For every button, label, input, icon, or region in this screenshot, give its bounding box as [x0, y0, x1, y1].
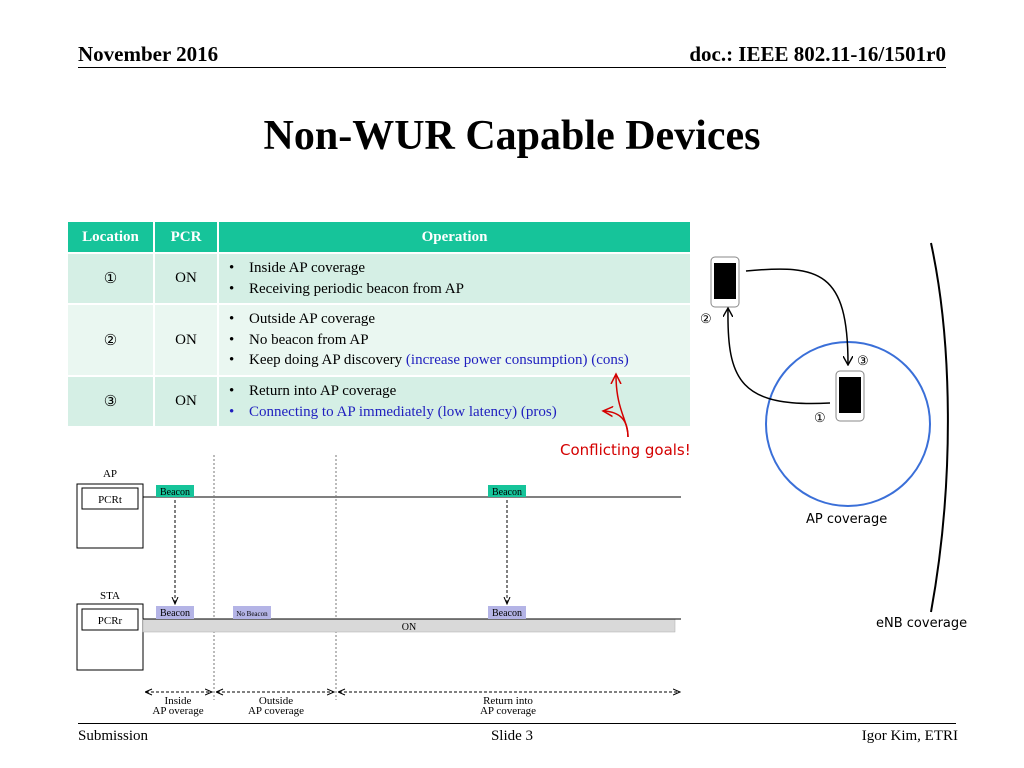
- beacon-sta-label: Beacon: [492, 608, 522, 619]
- header-operation: Operation: [218, 222, 692, 254]
- phase-label: AP overage: [152, 705, 203, 717]
- operation-cell: Return into AP coverage Connecting to AP…: [218, 376, 692, 428]
- phone-icon: [710, 256, 740, 308]
- bullet-item: Outside AP coverage: [229, 309, 690, 330]
- beacon-ap: [488, 485, 526, 497]
- enb-coverage-label: eNB coverage: [876, 616, 968, 631]
- bullet-item: Return into AP coverage: [229, 381, 690, 402]
- pcr-cell: ON: [154, 253, 219, 305]
- beacon-sta-label: Beacon: [160, 608, 190, 619]
- timeline-diagram: AP PCRt Beacon Beacon STA PCRr ON Beacon…: [76, 455, 681, 717]
- operation-cell: Outside AP coverage No beacon from AP Ke…: [218, 304, 692, 377]
- conflict-arrows: [604, 375, 629, 438]
- header-doc-id: doc.: IEEE 802.11-16/1501r0: [689, 42, 946, 66]
- beacon-ap-label: Beacon: [160, 487, 190, 498]
- footer-author: Igor Kim, ETRI: [861, 728, 958, 744]
- table-row: ① ON Inside AP coverage Receiving period…: [68, 253, 692, 305]
- cons-note: (increase power consumption) (cons): [405, 352, 629, 369]
- on-bar-label: ON: [402, 622, 416, 633]
- header-date: November 2016: [78, 42, 219, 66]
- operation-cell: Inside AP coverage Receiving periodic be…: [218, 253, 692, 305]
- phase-label: Outside: [259, 695, 293, 707]
- bullet-text: Keep doing AP discovery: [249, 352, 403, 369]
- operation-table: Location PCR Operation ① ON Inside AP co…: [68, 222, 692, 428]
- location-cell: ①: [68, 253, 155, 305]
- footer-submission: Submission: [78, 728, 149, 744]
- no-beacon-label: No Beacon: [236, 610, 268, 618]
- beacon-sta: [488, 606, 526, 619]
- header-pcr: PCR: [154, 222, 219, 254]
- bullet-item: Receiving periodic beacon from AP: [229, 279, 690, 300]
- bullet-item: No beacon from AP: [229, 330, 690, 351]
- marker-2: ②: [700, 311, 712, 326]
- beacon-ap-label: Beacon: [492, 487, 522, 498]
- conflicting-goals-label: Conflicting goals!: [560, 441, 691, 459]
- bullet-item: Inside AP coverage: [229, 258, 690, 279]
- pcrt-box: PCRt: [98, 494, 122, 506]
- ap-coverage-circle: [765, 341, 931, 507]
- footer-rule: [78, 723, 956, 724]
- phase-label: Inside: [165, 695, 192, 707]
- marker-1: ①: [814, 410, 826, 425]
- move-arrow-in: [745, 268, 848, 364]
- beacon-sta: [156, 606, 194, 619]
- enb-coverage-curve: [930, 242, 949, 613]
- footer-slide-number: Slide 3: [490, 728, 534, 744]
- phase-label: Return into: [483, 695, 533, 707]
- pcrr-box: PCRr: [98, 615, 123, 627]
- location-cell: ③: [68, 376, 155, 428]
- phone-icon: [835, 370, 865, 422]
- ap-coverage-label: AP coverage: [806, 512, 888, 527]
- location-cell: ②: [68, 304, 155, 377]
- slide-title: Non-WUR Capable Devices: [263, 113, 761, 159]
- beacon-ap: [156, 485, 194, 497]
- move-arrow-out: [728, 309, 831, 405]
- bullet-item: Connecting to AP immediately (low latenc…: [229, 402, 690, 423]
- table-row: ③ ON Return into AP coverage Connecting …: [68, 376, 692, 428]
- ap-label: AP: [103, 468, 117, 480]
- phase-label: AP coverage: [248, 705, 304, 717]
- no-beacon-sta: [233, 606, 271, 619]
- header-rule: [78, 67, 946, 68]
- table-row: ② ON Outside AP coverage No beacon from …: [68, 304, 692, 377]
- phase-label: AP coverage: [480, 705, 536, 717]
- pcr-cell: ON: [154, 304, 219, 377]
- bullet-item: Keep doing AP discovery (increase power …: [229, 350, 690, 371]
- marker-3: ③: [857, 353, 869, 368]
- header-location: Location: [68, 222, 155, 254]
- pcr-cell: ON: [154, 376, 219, 428]
- sta-label: STA: [100, 590, 120, 602]
